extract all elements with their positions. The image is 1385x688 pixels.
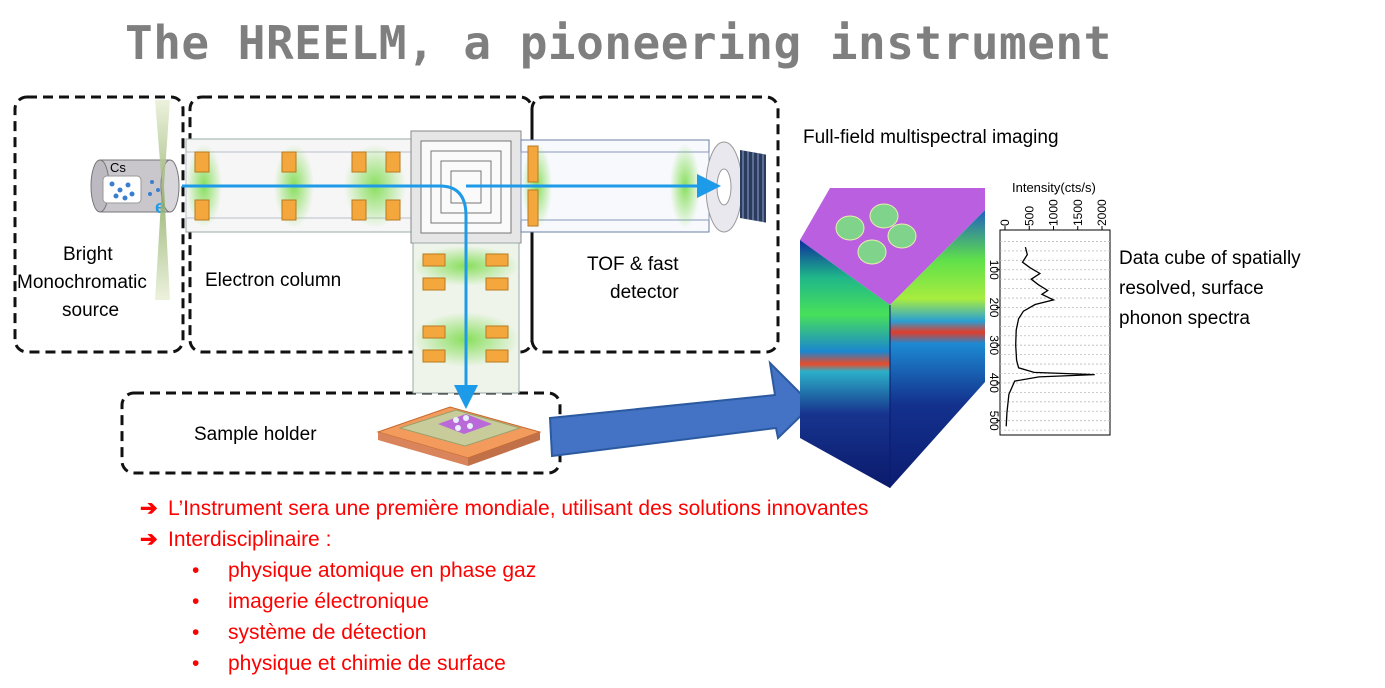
- bullet-sub-4: •physique et chimie de surface: [140, 648, 868, 679]
- cube-caption-line2: resolved, surface: [1119, 278, 1264, 299]
- electron-emitter-icon: [148, 180, 160, 196]
- slide-title: The HREELM, a pioneering instrument: [125, 16, 1112, 70]
- spectrum-y-tick-label: 400: [987, 373, 1001, 393]
- spectrum-x-tick-label: 1000: [1047, 199, 1061, 226]
- spectrum-x-tick-label: 1500: [1071, 199, 1085, 226]
- dot-bullet-icon: •: [192, 559, 200, 582]
- detector-caption-line2: detector: [610, 282, 679, 303]
- bullet-main-1: ➔L’Instrument sera une première mondiale…: [140, 493, 868, 524]
- cube-caption-line3: phonon spectra: [1119, 308, 1250, 329]
- sample-caption: Sample holder: [194, 424, 317, 445]
- imaging-heading: Full-field multispectral imaging: [803, 127, 1059, 148]
- sample-box: [120, 391, 562, 475]
- arrow-bullet-icon: ➔: [140, 528, 158, 551]
- dot-bullet-icon: •: [192, 590, 200, 613]
- bullet-list: ➔L’Instrument sera une première mondiale…: [140, 493, 868, 679]
- source-caption-line1: Bright: [63, 244, 113, 265]
- electron-label: e: [155, 197, 165, 217]
- spectrum-x-tick-label: 2000: [1095, 199, 1109, 226]
- spectrum-x-tick-label: 500: [1022, 206, 1036, 226]
- bullet-main-2: ➔Interdisciplinaire :: [140, 524, 868, 555]
- source-box: [13, 95, 185, 354]
- data-cube-icon: [800, 188, 985, 488]
- cesium-source-icon: [90, 159, 180, 213]
- dot-bullet-icon: •: [192, 652, 200, 675]
- spectrum-series-line: [1005, 246, 1095, 427]
- source-element-label: Cs: [110, 160, 126, 175]
- spectrum-frame: [999, 229, 1111, 436]
- detector-box: [530, 95, 780, 354]
- spectrum-plot: Intensity(cts/s) 0 500 1000 1500 2000 100 200…: [987, 180, 1111, 436]
- spectrum-axis-label: Intensity(cts/s): [1012, 180, 1096, 195]
- arrow-bullet-icon: ➔: [140, 497, 158, 520]
- bullet-sub-2: •imagerie électronique: [140, 586, 868, 617]
- spectrum-y-tick-label: 500: [987, 411, 1001, 431]
- electron-column-icon: [185, 130, 522, 394]
- bullet-sub-3: •système de détection: [140, 617, 868, 648]
- big-arrow-icon: [548, 360, 814, 458]
- source-caption-line3: source: [62, 300, 119, 321]
- cube-caption-line1: Data cube of spatially: [1119, 248, 1301, 269]
- sample-holder-icon: [376, 406, 542, 466]
- bullet-sub-1: •physique atomique en phase gaz: [140, 555, 868, 586]
- spectrum-x-tick-label: 0: [998, 219, 1012, 226]
- source-caption-line2: Monochromatic: [17, 272, 147, 293]
- detector-caption-line1: TOF & fast: [587, 254, 679, 275]
- column-caption: Electron column: [205, 270, 341, 291]
- dot-bullet-icon: •: [192, 621, 200, 644]
- electron-beam-icon: [182, 174, 721, 409]
- spectrum-y-tick-label: 200: [987, 297, 1001, 317]
- beam-aperture-wedge: [155, 100, 170, 300]
- spectrum-y-tick-label: 300: [987, 335, 1001, 355]
- spectrum-y-tick-label: 100: [987, 260, 1001, 280]
